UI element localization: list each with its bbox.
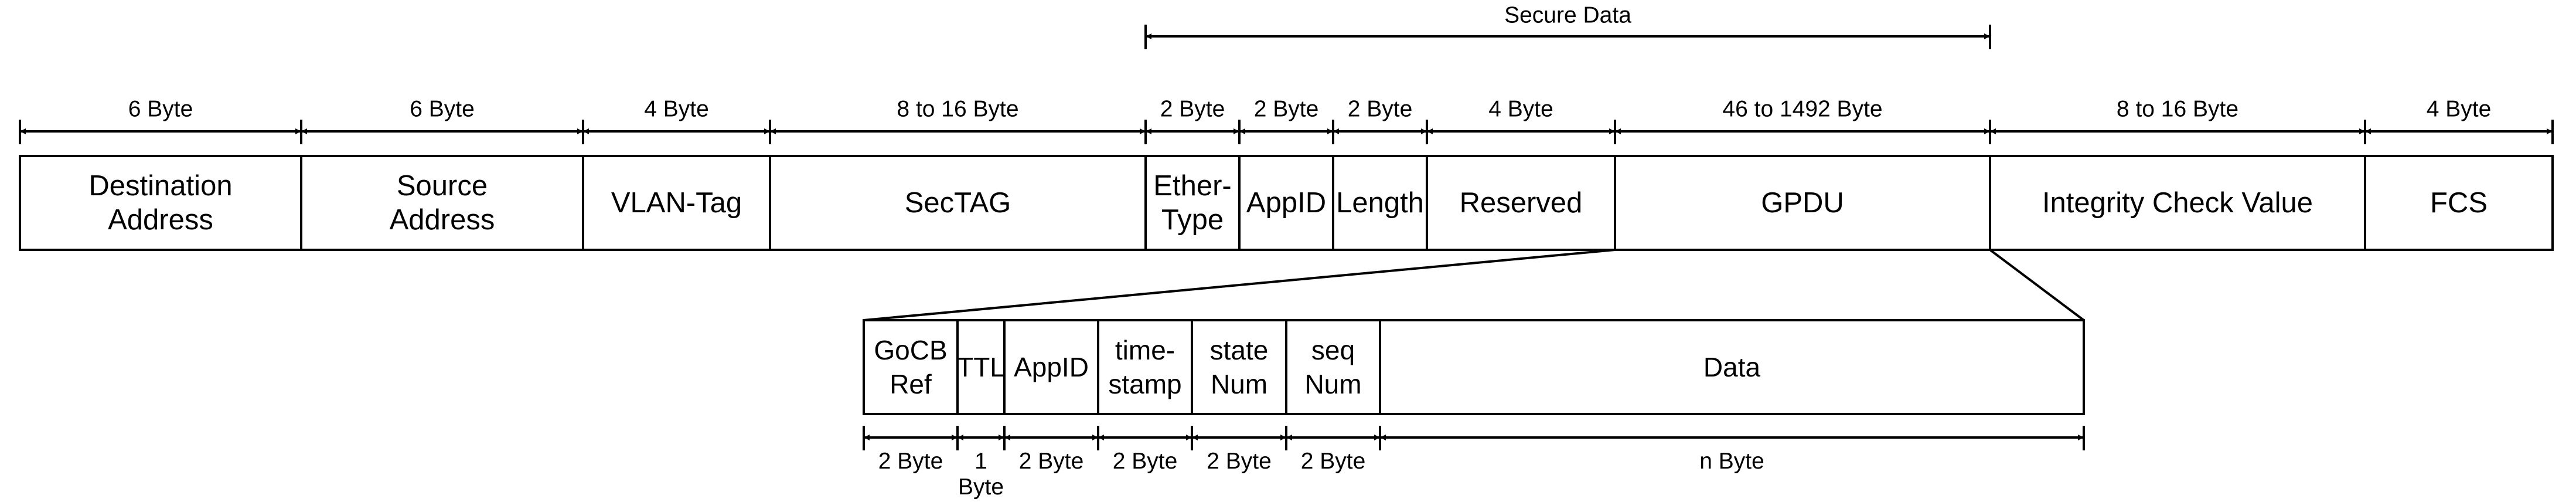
gpdu-field-box <box>1003 319 1099 415</box>
size-label: 46 to 1492 Byte <box>1722 97 1882 122</box>
gpdu-field-label: time-stamp <box>1108 335 1181 399</box>
gpdu-size-label: 2 Byte <box>1113 449 1178 474</box>
frame-field-label: Reserved <box>1460 187 1583 219</box>
frame-field-box <box>1144 155 1241 251</box>
gpdu-size-label: 2 Byte <box>1019 449 1084 474</box>
frame-field-box <box>1426 155 1616 251</box>
frame-field-label: Ether-Type <box>1153 170 1231 236</box>
gpdu-field-box <box>1379 319 2085 415</box>
gpdu-size-label: 2 Byte <box>1207 449 1272 474</box>
gpdu-size-label: 2 Byte <box>1301 449 1366 474</box>
size-label: 6 Byte <box>128 97 193 122</box>
size-label: 2 Byte <box>1160 97 1225 122</box>
size-label: 4 Byte <box>1488 97 1553 122</box>
size-label: 2 Byte <box>1254 97 1319 122</box>
frame-field-label: SecTAG <box>905 187 1011 219</box>
size-label: 8 to 16 Byte <box>897 97 1018 122</box>
gpdu-field-box <box>1191 319 1287 415</box>
size-label: 8 to 16 Byte <box>2117 97 2238 122</box>
frame-field-box <box>19 155 302 251</box>
frame-field-label: AppID <box>1246 187 1326 219</box>
size-label: 4 Byte <box>2427 97 2492 122</box>
gpdu-field-box <box>863 319 959 415</box>
frame-field-box <box>582 155 771 251</box>
gpdu-field-box <box>956 319 1006 415</box>
frame-field-box <box>769 155 1147 251</box>
gpdu-size-label: 2 Byte <box>878 449 943 474</box>
frame-field-label: Integrity Check Value <box>2042 187 2313 219</box>
gpdu-field-box <box>1285 319 1381 415</box>
frame-field-box <box>1989 155 2366 251</box>
frame-field-label: GPDU <box>1761 187 1844 219</box>
gpdu-field-label: TTL <box>957 352 1005 382</box>
size-label: 4 Byte <box>644 97 709 122</box>
frame-field-box <box>2364 155 2554 251</box>
gpdu-size-label: n Byte <box>1699 449 1764 474</box>
frame-field-label: VLAN-Tag <box>611 187 742 219</box>
frame-field-label: Length <box>1336 187 1424 219</box>
secure-data-label: Secure Data <box>1504 3 1631 28</box>
zoom-line-right <box>1989 249 2085 321</box>
frame-field-label: FCS <box>2430 187 2488 219</box>
zoom-line-left <box>863 249 1616 321</box>
size-label: 6 Byte <box>410 97 475 122</box>
gpdu-field-box <box>1097 319 1193 415</box>
gpdu-field-label: Data <box>1703 352 1761 382</box>
frame-field-box <box>1238 155 1334 251</box>
frame-field-box <box>300 155 584 251</box>
size-label: 2 Byte <box>1348 97 1413 122</box>
gpdu-field-label: AppID <box>1014 352 1089 382</box>
